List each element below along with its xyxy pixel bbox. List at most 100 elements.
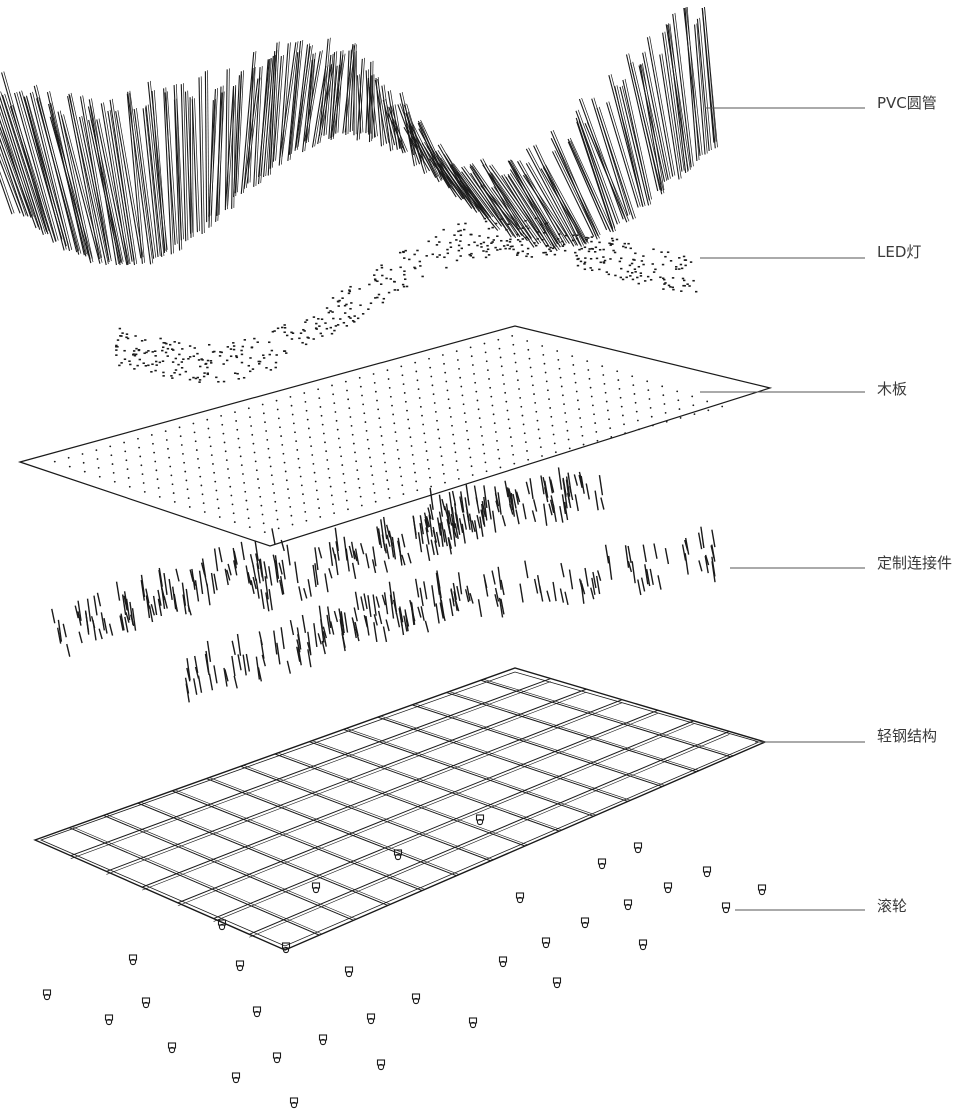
pvc-tube: [224, 85, 235, 207]
connector-pin: [452, 527, 458, 538]
led-light: [473, 241, 476, 244]
pvc-tube: [614, 86, 643, 206]
board-hole: [395, 440, 398, 442]
board-hole: [633, 393, 636, 395]
led-light: [609, 244, 612, 246]
pvc-tube: [638, 65, 666, 182]
connector-pin: [578, 471, 584, 485]
led-light: [225, 359, 229, 362]
connector-pin: [338, 608, 343, 627]
connector-pin: [519, 583, 524, 603]
frame-crossbeam: [103, 814, 354, 921]
led-light: [154, 355, 157, 357]
board-hole: [448, 407, 451, 409]
roller: [217, 919, 227, 931]
connector-pin: [236, 633, 242, 656]
pvc-tube: [438, 163, 473, 209]
connector-pin: [96, 592, 102, 607]
led-light: [611, 239, 615, 242]
pvc-tube: [596, 107, 634, 220]
roller-bracket: [638, 939, 648, 946]
connector-pin: [160, 585, 166, 610]
connector-pin: [247, 572, 252, 586]
board-hole: [471, 474, 474, 476]
board-hole: [233, 521, 236, 523]
board-hole: [249, 416, 251, 419]
led-light: [125, 333, 129, 335]
board-hole: [443, 362, 445, 365]
board-hole: [325, 450, 328, 453]
led-light: [249, 357, 252, 359]
connector-pin: [711, 544, 716, 562]
pvc-tube: [381, 85, 392, 152]
pvc-tube-edge: [704, 6, 718, 148]
connector-pin: [189, 569, 194, 582]
board-hole: [418, 397, 421, 399]
board-hole: [471, 364, 474, 366]
pvc-tube-edge: [227, 84, 237, 206]
connector-pin: [443, 529, 448, 547]
led-light: [413, 253, 416, 256]
connector-pin: [77, 600, 82, 621]
connector-pin: [498, 597, 504, 618]
led-light: [505, 228, 508, 231]
board-hole: [267, 447, 270, 450]
board-hole: [340, 455, 343, 458]
led-light: [398, 251, 402, 254]
pvc-tube: [701, 7, 716, 149]
board-hole: [549, 407, 552, 409]
led-light: [530, 256, 534, 258]
led-light: [494, 246, 497, 249]
led-light: [487, 236, 490, 239]
connector-pin: [255, 656, 261, 680]
connector-pin: [473, 520, 479, 540]
connector-pin: [271, 528, 276, 545]
pvc-tube-edge: [249, 66, 256, 183]
frame-crossbeam: [309, 741, 560, 832]
led-light: [330, 332, 334, 335]
led-light: [525, 236, 528, 239]
connector-pin: [536, 574, 542, 593]
led-light: [654, 268, 657, 271]
led-light: [401, 283, 405, 286]
connector-pin: [594, 490, 599, 511]
board-hole: [523, 432, 526, 435]
led-light: [692, 279, 695, 282]
board-hole: [344, 380, 347, 383]
led-light: [324, 322, 327, 324]
led-light: [512, 248, 515, 251]
board-hole: [499, 466, 502, 469]
led-light: [145, 351, 148, 354]
board-hole: [347, 508, 349, 511]
led-light: [312, 316, 316, 318]
pvc-tube: [68, 93, 107, 266]
led-light: [427, 240, 430, 243]
roller-bracket: [366, 1013, 376, 1020]
board-hole: [440, 455, 443, 458]
pvc-tube-edge: [166, 91, 178, 244]
board-hole: [537, 428, 540, 431]
roller-wheel: [703, 870, 711, 878]
roller: [393, 849, 403, 861]
led-light: [414, 267, 417, 270]
connector-pin: [185, 683, 190, 703]
pvc-tube: [508, 160, 561, 248]
board-hole: [313, 471, 316, 474]
board-hole: [154, 460, 157, 463]
led-light: [524, 219, 527, 222]
pvc-tube: [456, 181, 499, 231]
connector-pin: [281, 559, 286, 580]
board-hole: [529, 366, 532, 369]
board-hole: [493, 422, 496, 425]
led-light: [173, 372, 176, 374]
led-light: [421, 275, 424, 278]
frame-crossbeam-edge: [277, 752, 529, 846]
pvc-tube: [480, 185, 528, 242]
board-hole: [503, 383, 505, 385]
led-light: [484, 256, 488, 259]
connector-pin: [314, 563, 319, 585]
led-light: [589, 257, 593, 260]
frame-crossbeam: [137, 802, 389, 906]
led-light: [285, 352, 288, 354]
led-light: [402, 285, 406, 288]
